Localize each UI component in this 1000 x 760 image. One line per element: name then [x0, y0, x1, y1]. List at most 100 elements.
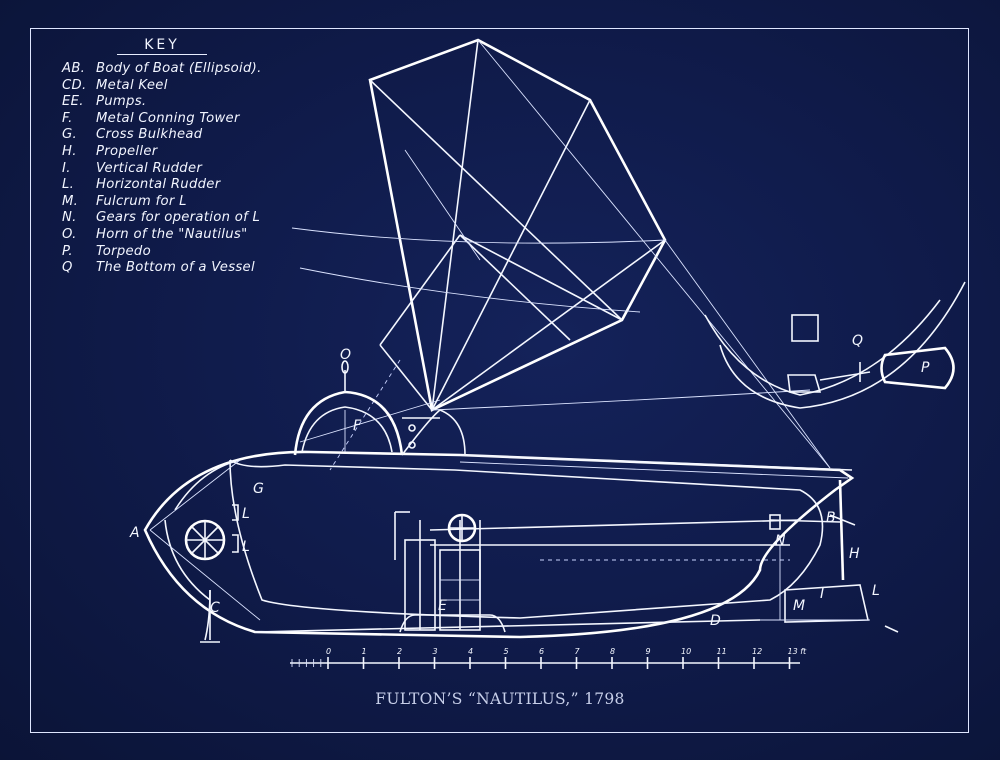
inset-block — [791, 314, 819, 342]
key-item-code: F. — [62, 110, 73, 126]
label-O: O — [340, 347, 351, 363]
label-H: H — [849, 546, 860, 562]
scale-tick-label: 1 — [362, 647, 367, 656]
scale-tick-label: 5 — [504, 647, 509, 656]
key-item-code: Q — [62, 260, 73, 276]
key-item: H. Propeller — [62, 144, 342, 161]
label-C: C — [210, 600, 220, 616]
inset-clamp — [787, 374, 822, 393]
key-item-code: O. — [62, 226, 77, 242]
pump-machinery — [394, 511, 506, 633]
conning-tower-inner — [301, 406, 393, 453]
key-item: P.Torpedo — [62, 244, 342, 261]
propeller-icon — [838, 479, 845, 581]
label-P: P — [921, 360, 930, 376]
sail — [291, 38, 831, 471]
label-Q: Q — [852, 333, 863, 349]
wheel-spoke — [191, 526, 219, 554]
label-E: E — [438, 598, 447, 614]
sail-rigging — [664, 239, 831, 469]
conning-tower — [293, 360, 466, 456]
tower-bolt — [408, 441, 416, 449]
sail-rib — [369, 79, 623, 321]
pump-chamber — [439, 579, 481, 601]
key-item-text: Body of Boat (Ellipsoid). — [96, 61, 262, 76]
key-item-text: Torpedo — [96, 243, 151, 259]
key-item: N. Gears for operation of L — [62, 210, 342, 227]
key-item-code: EE. — [62, 94, 84, 110]
scale-tick-label: 2 — [397, 647, 402, 656]
sail-rib — [431, 239, 666, 411]
sail-spar — [431, 39, 479, 411]
rudder-bracket — [232, 534, 239, 553]
torpedo-icon — [880, 346, 955, 390]
figure-caption: FULTON’S “NAUTILUS,” 1798 — [375, 690, 625, 708]
label-A: A — [129, 525, 140, 541]
key-item-text: Pumps. — [96, 94, 147, 110]
label-L-upper: L — [242, 506, 250, 522]
key-item: G.Cross Bulkhead — [62, 127, 342, 144]
bow-line — [149, 459, 241, 531]
propeller-shaft — [769, 519, 841, 523]
tower-housing — [401, 409, 466, 456]
key-list: AB. Body of Boat (Ellipsoid). CD. Metal Kee… — [62, 61, 342, 277]
key-item-code: CD. — [62, 77, 87, 93]
key-item-code: L. — [62, 177, 75, 193]
key-item-text: Vertical Rudder — [96, 160, 203, 176]
key-item: L. Horizontal Rudder — [62, 177, 342, 194]
key-legend: KEY AB. Body of Boat (Ellipsoid). CD. Metal… — [62, 36, 342, 277]
key-item-text: The Bottom of a Vessel — [96, 260, 255, 276]
hull-outline — [143, 450, 855, 639]
sail-outline — [368, 38, 667, 412]
sail-rigging — [329, 359, 401, 471]
propeller-blade — [829, 514, 856, 526]
scale-tick-label: 7 — [575, 647, 581, 656]
pump-base — [399, 614, 506, 633]
scale-tick-label: 0 — [326, 647, 331, 656]
key-item: AB. Body of Boat (Ellipsoid). — [62, 61, 342, 78]
keel-line — [254, 619, 761, 633]
scale-tick-label: 6 — [539, 647, 544, 656]
label-I: I — [820, 586, 824, 602]
rudder-bracket — [232, 504, 239, 521]
key-title: KEY — [117, 36, 207, 55]
key-item-code: N. — [62, 210, 77, 226]
key-item-text: Horn of the "Nautilus" — [96, 226, 248, 242]
key-item: I. Vertical Rudder — [62, 161, 342, 178]
scale-tick-label: 9 — [646, 647, 651, 656]
label-L-lower: L — [242, 539, 250, 555]
key-item-code: H. — [62, 143, 77, 159]
sail-rigging — [299, 399, 441, 443]
shaft — [429, 519, 801, 531]
scale-tick-label: 11 — [717, 647, 727, 656]
sail-rigging — [477, 39, 831, 469]
label-M: M — [793, 598, 805, 614]
hull — [143, 450, 855, 643]
sail-rib — [379, 234, 461, 346]
key-item-code: AB. — [62, 61, 86, 76]
torpedo-inset — [704, 281, 966, 409]
scale-tick-label: 8 — [610, 647, 615, 656]
key-item-code: M. — [62, 193, 79, 209]
scale-tick-label: 12 — [752, 647, 762, 656]
key-item: CD. Metal Keel — [62, 78, 342, 95]
key-item-code: I. — [62, 160, 71, 176]
key-item-text: Gears for operation of L — [96, 210, 261, 226]
key-item: F.Metal Conning Tower — [62, 111, 342, 128]
label-D: D — [710, 613, 721, 629]
bow-line — [164, 519, 211, 601]
key-item: Q The Bottom of a Vessel — [62, 260, 342, 277]
blueprint-frame — [30, 28, 969, 733]
sail-rib — [431, 99, 591, 411]
key-item-text: Propeller — [96, 143, 158, 159]
label-B: B — [826, 510, 836, 526]
sail-rib — [459, 234, 623, 321]
deck-line — [459, 454, 853, 471]
key-item-text: Horizontal Rudder — [96, 177, 221, 193]
key-item-text: Metal Keel — [96, 77, 168, 93]
key-item-text: Fulcrum for L — [96, 193, 187, 209]
scale-tick-label: 4 — [468, 647, 473, 656]
label-L-stern: L — [872, 583, 880, 599]
